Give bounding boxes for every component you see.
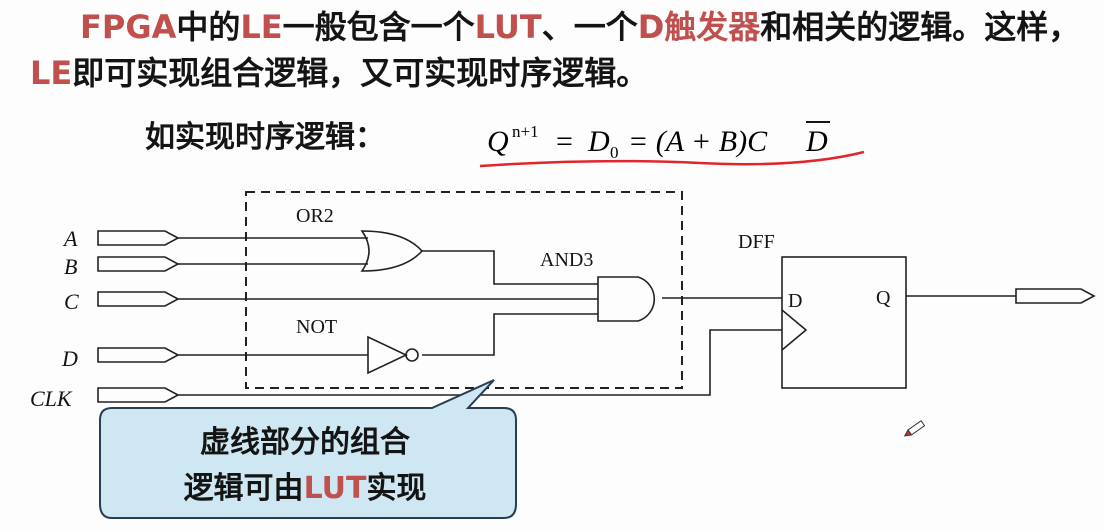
callout-seg: 逻辑可由: [183, 471, 304, 506]
lut-dashed-box: [245, 191, 683, 389]
callout-bubble: [99, 379, 517, 519]
text-segment: 中的: [176, 8, 241, 46]
pin-c: [97, 291, 180, 307]
term-le: LE: [240, 8, 283, 46]
label-not: NOT: [296, 316, 337, 338]
term-fpga: FPGA: [80, 8, 177, 46]
callout-line-2: 逻辑可由LUT实现: [110, 466, 500, 512]
callout-text: 虚线部分的组合 逻辑可由LUT实现: [110, 420, 500, 512]
intro-paragraph: FPGA中的LE一般包含一个LUT、一个D触发器和相关的逻辑。这样，LE即可实现…: [30, 4, 1090, 96]
label-c: C: [64, 289, 79, 314]
equation: Q n+1 = D 0 = (A + B)C D: [487, 121, 830, 162]
label-d: D: [61, 346, 78, 371]
eq-sub: 0: [610, 143, 619, 162]
eq-dbar: D: [805, 125, 828, 158]
inverter-bubble: [405, 348, 419, 362]
pin-q-out: [1015, 288, 1096, 304]
label-dff: DFF: [738, 231, 775, 253]
label-or2: OR2: [296, 205, 334, 227]
label-b: B: [64, 254, 77, 279]
term-dff: D触发器: [637, 8, 761, 46]
pencil-cursor-icon: [903, 420, 926, 437]
text-segment: 、一个: [541, 8, 638, 46]
dff-box: [781, 256, 907, 389]
eq-equals: =: [556, 125, 573, 158]
pin-a: [97, 230, 180, 246]
label-clk: CLK: [30, 386, 73, 411]
eq-d: D: [587, 125, 610, 158]
term-lut: LUT: [474, 8, 542, 46]
callout-seg: 实现: [366, 471, 427, 506]
eq-q: Q: [487, 125, 509, 158]
and3-gate: [597, 276, 656, 322]
pin-d: [97, 347, 180, 363]
eq-sup: n+1: [512, 122, 539, 141]
red-underline: [479, 150, 865, 168]
text-segment: 即可实现组合逻辑，又可实现时序逻辑。: [72, 54, 649, 92]
label-dff-q: Q: [876, 287, 891, 309]
example-label: 如实现时序逻辑：: [145, 120, 385, 155]
label-dff-d: D: [788, 290, 802, 312]
callout-lut: LUT: [303, 471, 367, 506]
pin-clk: [97, 387, 180, 403]
or2-gate: [360, 230, 424, 272]
clock-triangle: [781, 309, 808, 351]
not-gate: [367, 335, 408, 375]
pin-b: [97, 256, 180, 272]
eq-rest: = (A + B)C: [628, 125, 768, 158]
label-and3: AND3: [540, 249, 593, 271]
callout-line-1: 虚线部分的组合: [200, 425, 410, 460]
term-le-2: LE: [30, 54, 73, 92]
text-segment: 一般包含一个: [282, 8, 475, 46]
label-a: A: [62, 226, 78, 251]
text-segment: 和相关的逻辑。这样，: [760, 8, 1081, 46]
